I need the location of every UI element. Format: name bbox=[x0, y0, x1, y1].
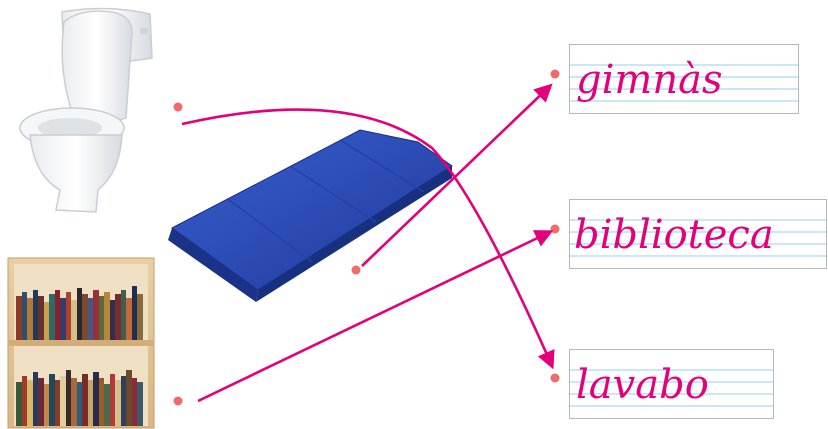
word-card-lavabo[interactable]: lavabo bbox=[569, 349, 774, 419]
bookshelf-picture[interactable] bbox=[8, 258, 154, 428]
gym-mat-dot[interactable] bbox=[352, 266, 361, 275]
books-upper bbox=[16, 286, 143, 340]
word-gimnas: gimnàs bbox=[576, 60, 722, 100]
gym-mat-picture[interactable] bbox=[168, 130, 452, 302]
word-card-biblioteca[interactable]: biblioteca bbox=[569, 199, 827, 269]
biblioteca-dot[interactable] bbox=[551, 225, 560, 234]
toilet-dot[interactable] bbox=[174, 103, 183, 112]
word-card-gimnas[interactable]: gimnàs bbox=[569, 44, 799, 114]
toilet-picture[interactable] bbox=[20, 8, 152, 212]
word-biblioteca: biblioteca bbox=[574, 215, 774, 255]
bookshelf-dot[interactable] bbox=[174, 397, 183, 406]
word-lavabo: lavabo bbox=[576, 365, 709, 405]
lavabo-dot[interactable] bbox=[551, 374, 560, 383]
gimnas-dot[interactable] bbox=[551, 70, 560, 79]
